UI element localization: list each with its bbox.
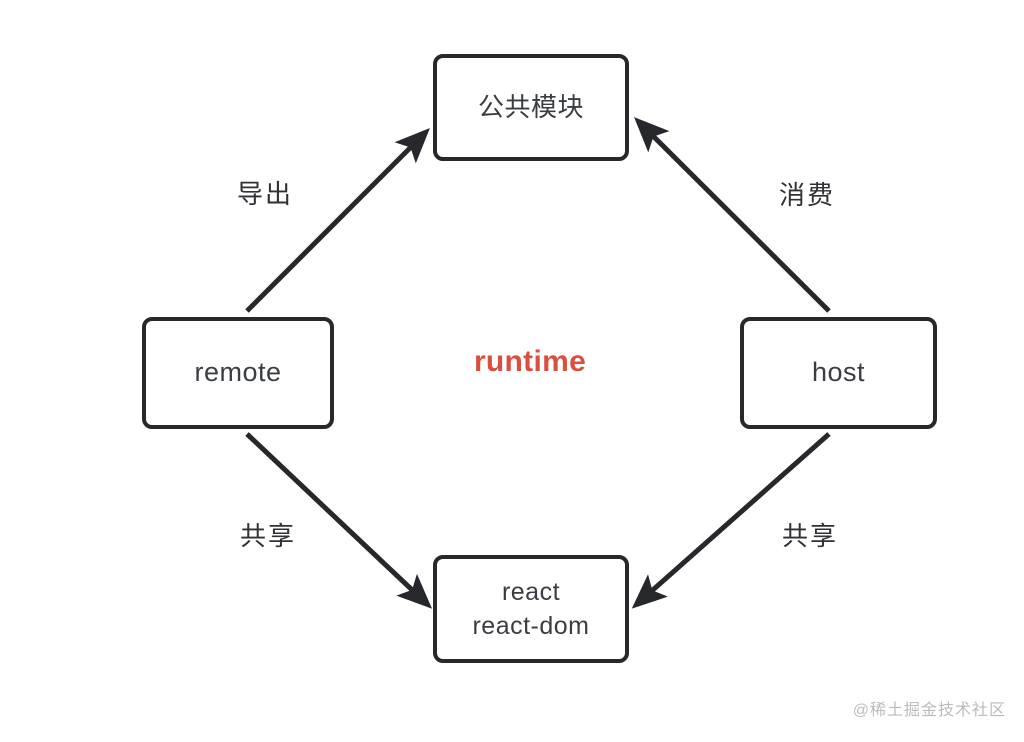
center-runtime-label: runtime [473, 345, 587, 378]
node-host-label: host [811, 357, 866, 388]
edge-label-consume: 消费 [779, 180, 836, 210]
node-shared-deps[interactable]: react react-dom [433, 555, 629, 663]
edge-label-share-left: 共享 [240, 521, 297, 551]
edge-label-share-right: 共享 [782, 521, 839, 551]
node-remote-label: remote [194, 357, 282, 388]
edge-label-export: 导出 [237, 179, 294, 209]
edge-remote-to-common [245, 128, 430, 313]
node-shared-deps-label: react react-dom [472, 577, 590, 641]
watermark: @稀土掘金技术社区 [852, 702, 1006, 719]
edge-host-to-common [634, 117, 831, 313]
node-host[interactable]: host [740, 317, 937, 429]
node-common-module-label: 公共模块 [477, 91, 584, 122]
node-common-module[interactable]: 公共模块 [433, 54, 629, 161]
node-remote[interactable]: remote [142, 317, 334, 429]
